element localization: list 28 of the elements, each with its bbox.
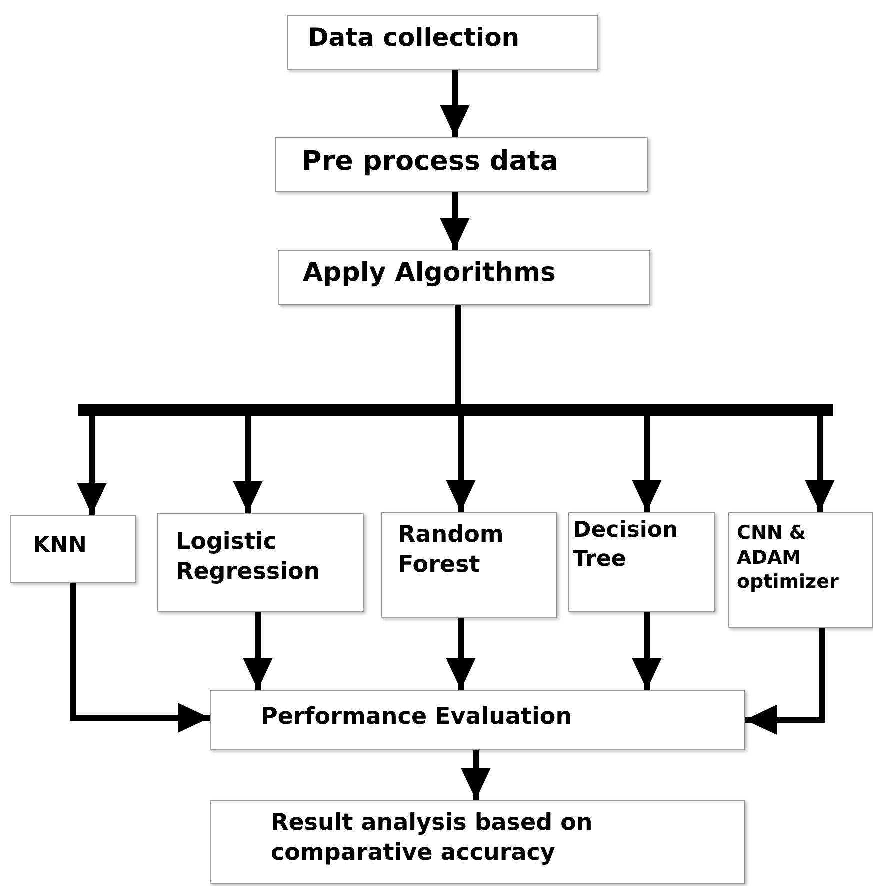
arrow: [70, 583, 210, 733]
node-label: Performance Evaluation: [261, 703, 574, 732]
process-box: [210, 800, 745, 884]
node-label: Random Forest: [398, 521, 505, 580]
process-box: [287, 15, 598, 70]
arrow: [440, 192, 470, 250]
node-label: Pre process data: [302, 145, 560, 179]
process-box: [157, 513, 364, 612]
node-label: Apply Algorithms: [303, 257, 558, 290]
arrow: [243, 612, 273, 690]
arrow: [632, 612, 662, 690]
process-box: [10, 515, 136, 583]
arrow: [440, 70, 470, 137]
node-label: Result analysis based on comparative accuracy: [271, 809, 594, 868]
process-box: [278, 250, 650, 305]
arrow: [461, 750, 491, 800]
process-box: [728, 512, 873, 628]
process-box: [381, 512, 557, 618]
node-label: Logistic Regression: [176, 528, 322, 587]
node-label: CNN & ADAM optimizer: [737, 521, 840, 596]
process-box: [210, 690, 745, 750]
node-label: KNN: [33, 532, 88, 560]
process-box: [568, 512, 715, 612]
process-box: [275, 137, 648, 192]
arrow: [745, 628, 825, 735]
node-label: Data collection: [308, 22, 521, 54]
node-label: Decision Tree: [573, 517, 680, 574]
arrow: [446, 618, 476, 690]
